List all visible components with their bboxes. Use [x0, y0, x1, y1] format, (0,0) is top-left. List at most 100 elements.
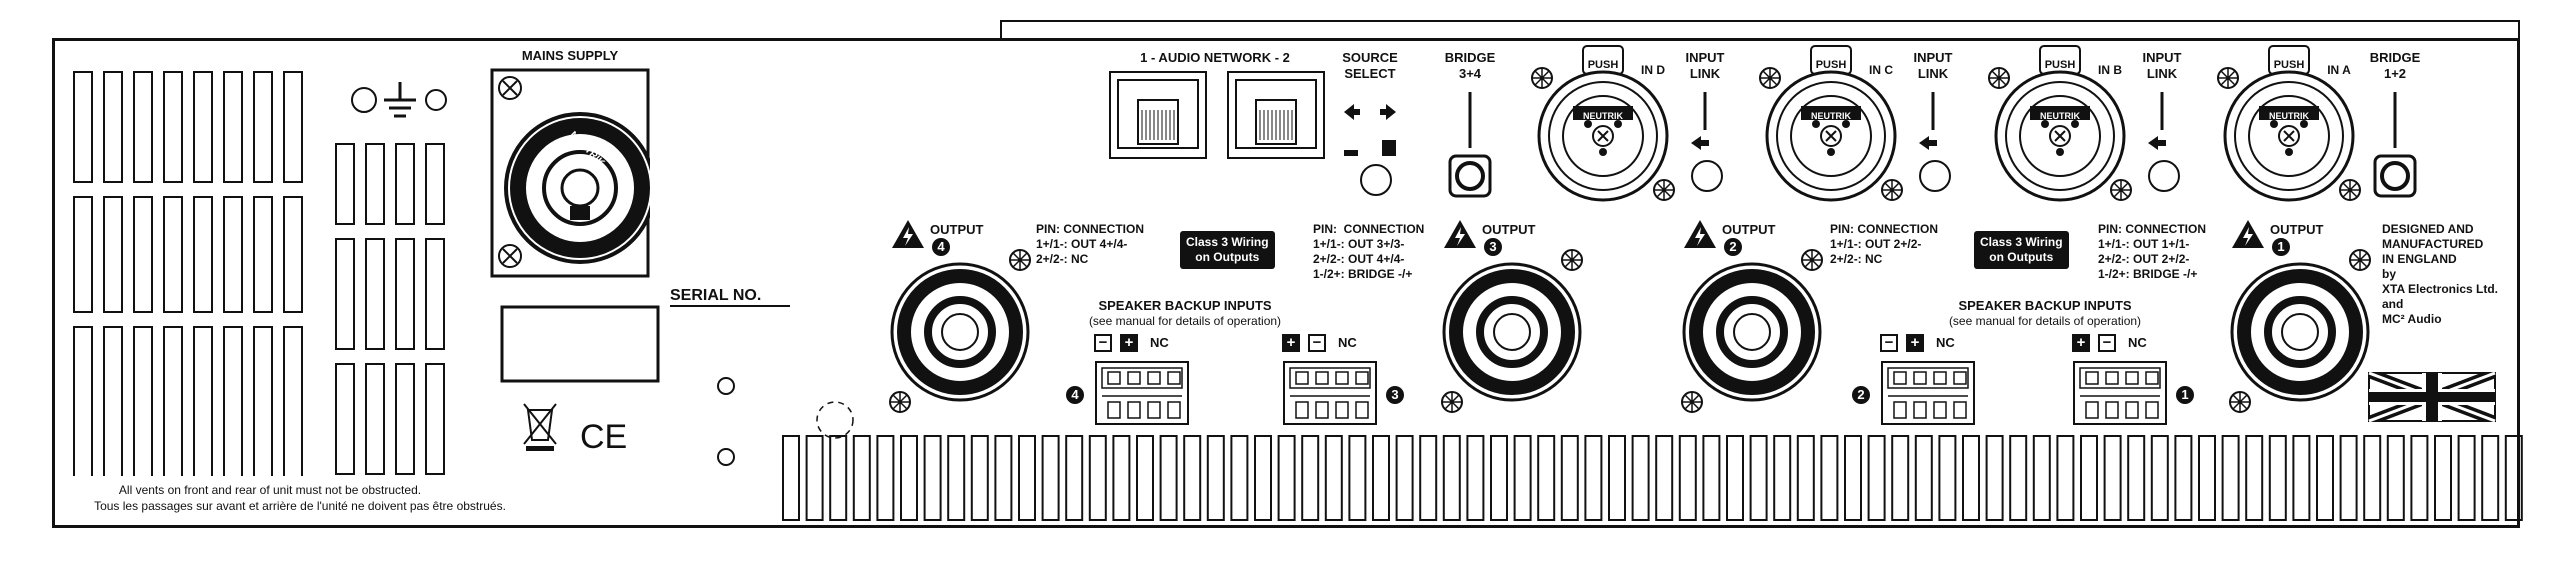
vent-slot	[395, 363, 415, 475]
vent-slot	[1796, 435, 1815, 521]
vent-slot	[1159, 435, 1178, 521]
warning-line-1: All vents on front and rear of unit must…	[118, 483, 422, 497]
xlr-push-label: PUSH	[2044, 59, 2076, 71]
vent-slot	[283, 326, 303, 476]
vent-slot	[2434, 435, 2452, 521]
bridge-3-4-switch[interactable]	[1440, 88, 1500, 200]
vent-slot	[1678, 435, 1697, 521]
xlr-brand-label: NEUTRIK	[2040, 111, 2080, 121]
vent-slot	[1206, 435, 1225, 521]
vent-slot	[73, 196, 93, 313]
speaker-backup-terminal-1[interactable]	[2072, 360, 2168, 426]
xlr-input-a[interactable]	[2214, 40, 2364, 210]
source-select-switch[interactable]	[1340, 100, 1400, 200]
pin-block-output-2: PIN: CONNECTION 1+/1-: OUT 2+/2- 2+/2-: …	[1830, 222, 1938, 266]
vent-slot	[425, 363, 445, 475]
speaker-backup-title-right: SPEAKER BACKUP INPUTS	[1958, 298, 2132, 313]
vent-slot	[163, 326, 183, 476]
pin-block-output-4: PIN: CONNECTION 1+/1-: OUT 4+/4- 2+/2-: …	[1036, 222, 1144, 266]
speaker-backup-subtitle-left: (see manual for details of operation)	[1088, 314, 1282, 328]
vent-slot	[1962, 435, 1980, 521]
warning-bolt-icon	[1684, 220, 1716, 248]
vent-slot	[2150, 435, 2169, 521]
source-select-label: SOURCE SELECT	[1342, 50, 1398, 81]
warning-bolt-icon	[2232, 220, 2264, 248]
output-number-1: 1	[2272, 238, 2290, 256]
left-vent-grille	[73, 71, 303, 476]
vent-slot	[923, 435, 942, 521]
vent-slot	[1702, 435, 1721, 521]
terminal-nc-label: NC	[1936, 335, 1955, 350]
xlr-input-c[interactable]	[1756, 40, 1906, 210]
input-link-switch-cb[interactable]	[1903, 88, 1963, 200]
output-number-3: 3	[1484, 238, 1502, 256]
vent-slot	[2504, 435, 2523, 521]
xlr-brand-label: NEUTRIK	[2269, 111, 2309, 121]
bridge-1-2-label: BRIDGE 1+2	[2369, 50, 2421, 81]
mains-supply-connector[interactable]	[490, 68, 650, 278]
xlr-brand-label: NEUTRIK	[1583, 111, 1623, 121]
vent-slot	[1230, 435, 1249, 521]
pin-block-output-3: PIN: CONNECTION 1+/1-: OUT 3+/3- 2+/2-: …	[1313, 222, 1425, 281]
vent-slot	[852, 435, 871, 521]
speakon-output-2[interactable]	[1672, 240, 1832, 420]
vent-slot	[1914, 435, 1933, 521]
speaker-backup-terminal-4[interactable]	[1094, 360, 1190, 426]
output-label-2: OUTPUT	[1722, 222, 1776, 237]
xlr-input-b[interactable]	[1985, 40, 2135, 210]
vent-slot	[1324, 435, 1343, 521]
xlr-push-label: PUSH	[1815, 59, 1847, 71]
vent-slot	[2198, 435, 2216, 521]
vent-slot	[2056, 435, 2075, 521]
speaker-backup-terminal-3[interactable]	[1282, 360, 1378, 426]
speaker-backup-terminal-2[interactable]	[1880, 360, 1976, 426]
input-link-switch-dc[interactable]	[1675, 88, 1735, 200]
vent-slot	[2080, 435, 2098, 521]
xlr-in-label-c: IN C	[1869, 63, 1893, 77]
vent-slot	[2245, 435, 2264, 521]
vent-slot	[2174, 435, 2193, 521]
vent-slot	[2410, 435, 2429, 521]
warning-bolt-icon	[892, 220, 924, 248]
terminal-plus-sign: +	[1282, 334, 1300, 352]
weee-bin-icon	[523, 403, 557, 451]
terminal-plus-sign: +	[1120, 334, 1138, 352]
vent-slot	[1985, 435, 2004, 521]
serial-number-label: SERIAL NO.	[670, 287, 762, 304]
output-label-4: OUTPUT	[930, 222, 984, 237]
terminal-minus-sign: −	[1880, 334, 1898, 352]
vent-slot	[223, 326, 243, 476]
vent-slot	[163, 71, 183, 183]
vent-slot	[1608, 435, 1626, 521]
vent-slot	[970, 435, 989, 521]
speakon-output-1[interactable]	[2220, 240, 2380, 420]
xlr-input-d[interactable]	[1528, 40, 1678, 210]
speaker-backup-subtitle-right: (see manual for details of operation)	[1948, 314, 2142, 328]
vent-slot	[1442, 435, 1461, 521]
network-port-2[interactable]	[1226, 70, 1326, 160]
vent-slot	[133, 326, 153, 476]
union-flag-icon	[2368, 372, 2496, 422]
vent-slot	[1301, 435, 1320, 521]
speakon-output-4[interactable]	[880, 240, 1040, 420]
xlr-brand-label: NEUTRIK	[1811, 111, 1851, 121]
right-vent-grille-small	[335, 143, 445, 475]
vent-slot	[2009, 435, 2028, 521]
terminal-number-4: 4	[1066, 386, 1084, 404]
serial-underline	[670, 305, 790, 307]
vent-slot	[335, 363, 355, 475]
input-link-switch-ba[interactable]	[2132, 88, 2192, 200]
vent-slot	[1348, 435, 1367, 521]
vent-slot	[2457, 435, 2476, 521]
vent-slot	[2103, 435, 2122, 521]
vent-slot	[805, 435, 824, 521]
bridge-3-4-label: BRIDGE 3+4	[1444, 50, 1496, 81]
output-number-4: 4	[932, 238, 950, 256]
vent-slot	[1490, 435, 1508, 521]
input-link-label-cb: INPUT LINK	[1913, 50, 1953, 81]
vent-slot	[283, 71, 303, 183]
bridge-1-2-switch[interactable]	[2365, 88, 2425, 200]
speakon-output-3[interactable]	[1432, 240, 1592, 420]
network-port-1[interactable]	[1108, 70, 1208, 160]
terminal-nc-label: NC	[1150, 335, 1169, 350]
